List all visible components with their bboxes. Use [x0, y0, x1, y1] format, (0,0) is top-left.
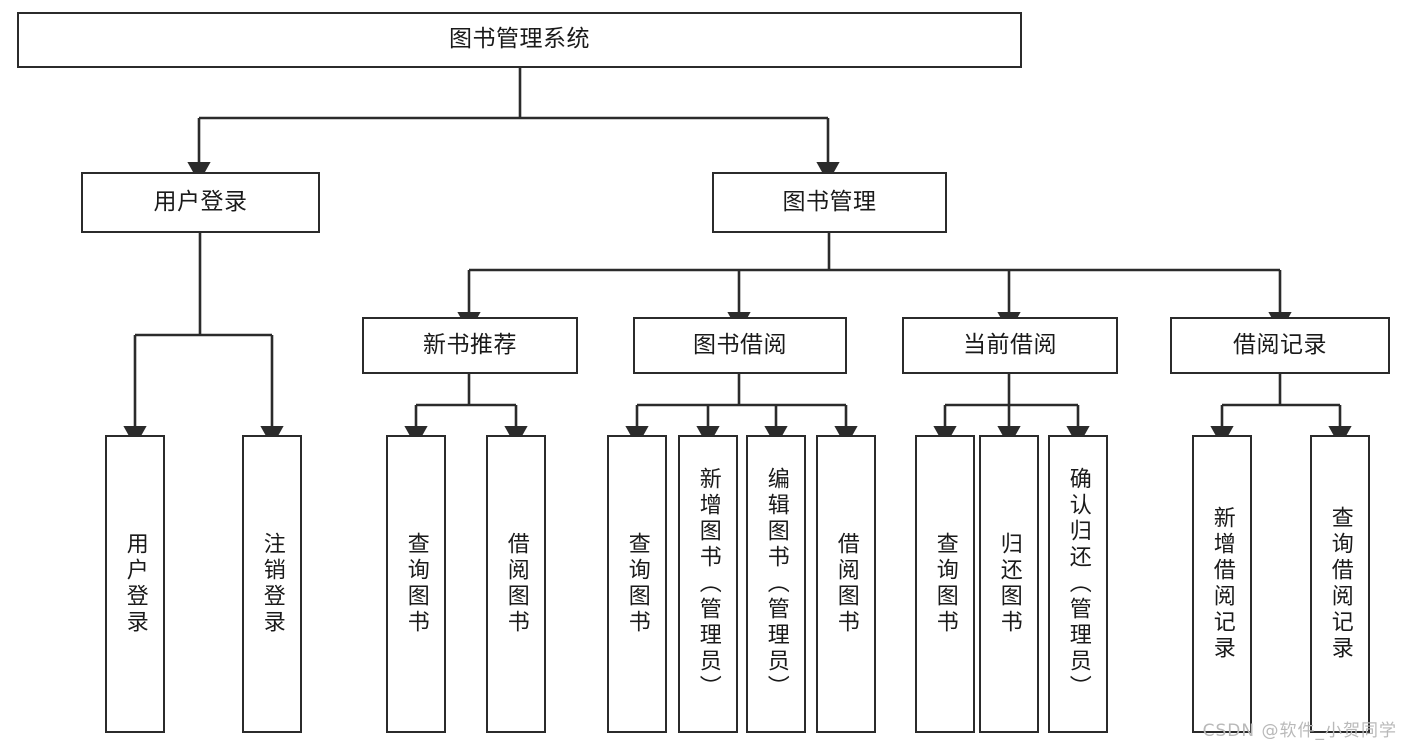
node-leaf-edit-book-label: 编辑图书（管理员）	[763, 467, 789, 701]
node-leaf-add-book-label: 新增图书（管理员）	[695, 467, 721, 701]
node-leaf-borrow-book-2[interactable]: 借阅图书	[816, 435, 876, 733]
node-leaf-confirm-return-label: 确认归还（管理员）	[1065, 467, 1091, 701]
node-leaf-user-login[interactable]: 用户登录	[105, 435, 165, 733]
node-leaf-return-book[interactable]: 归还图书	[979, 435, 1039, 733]
node-user-login-label: 用户登录	[153, 188, 248, 215]
node-leaf-confirm-return[interactable]: 确认归还（管理员）	[1048, 435, 1108, 733]
node-leaf-query-record-label: 查询借阅记录	[1327, 506, 1353, 662]
node-root[interactable]: 图书管理系统	[17, 12, 1022, 68]
node-current-borrow[interactable]: 当前借阅	[902, 317, 1118, 374]
node-leaf-borrow-book-1-label: 借阅图书	[503, 532, 529, 636]
node-book-manage[interactable]: 图书管理	[712, 172, 947, 233]
node-root-label: 图书管理系统	[449, 26, 590, 53]
node-leaf-query-book-1-label: 查询图书	[403, 532, 429, 636]
node-leaf-query-book-2-label: 查询图书	[624, 532, 650, 636]
node-current-borrow-label: 当前借阅	[963, 331, 1057, 358]
node-leaf-logout-label: 注销登录	[259, 532, 285, 636]
node-leaf-add-record[interactable]: 新增借阅记录	[1192, 435, 1252, 733]
node-leaf-edit-book[interactable]: 编辑图书（管理员）	[746, 435, 806, 733]
node-borrow-record[interactable]: 借阅记录	[1170, 317, 1390, 374]
node-leaf-logout[interactable]: 注销登录	[242, 435, 302, 733]
node-book-manage-label: 图书管理	[782, 188, 877, 215]
node-new-book-rec[interactable]: 新书推荐	[362, 317, 578, 374]
node-book-borrow-label: 图书借阅	[693, 331, 787, 358]
node-borrow-record-label: 借阅记录	[1233, 331, 1327, 358]
node-new-book-rec-label: 新书推荐	[423, 331, 517, 358]
node-leaf-add-record-label: 新增借阅记录	[1209, 506, 1235, 662]
node-leaf-return-book-label: 归还图书	[996, 532, 1022, 636]
node-book-borrow[interactable]: 图书借阅	[633, 317, 847, 374]
node-leaf-borrow-book-1[interactable]: 借阅图书	[486, 435, 546, 733]
node-leaf-query-book-3[interactable]: 查询图书	[915, 435, 975, 733]
node-leaf-query-book-3-label: 查询图书	[932, 532, 958, 636]
node-leaf-user-login-label: 用户登录	[122, 532, 148, 636]
node-leaf-query-record[interactable]: 查询借阅记录	[1310, 435, 1370, 733]
node-leaf-query-book-2[interactable]: 查询图书	[607, 435, 667, 733]
node-leaf-add-book[interactable]: 新增图书（管理员）	[678, 435, 738, 733]
node-leaf-query-book-1[interactable]: 查询图书	[386, 435, 446, 733]
node-user-login[interactable]: 用户登录	[81, 172, 320, 233]
node-leaf-borrow-book-2-label: 借阅图书	[833, 532, 859, 636]
